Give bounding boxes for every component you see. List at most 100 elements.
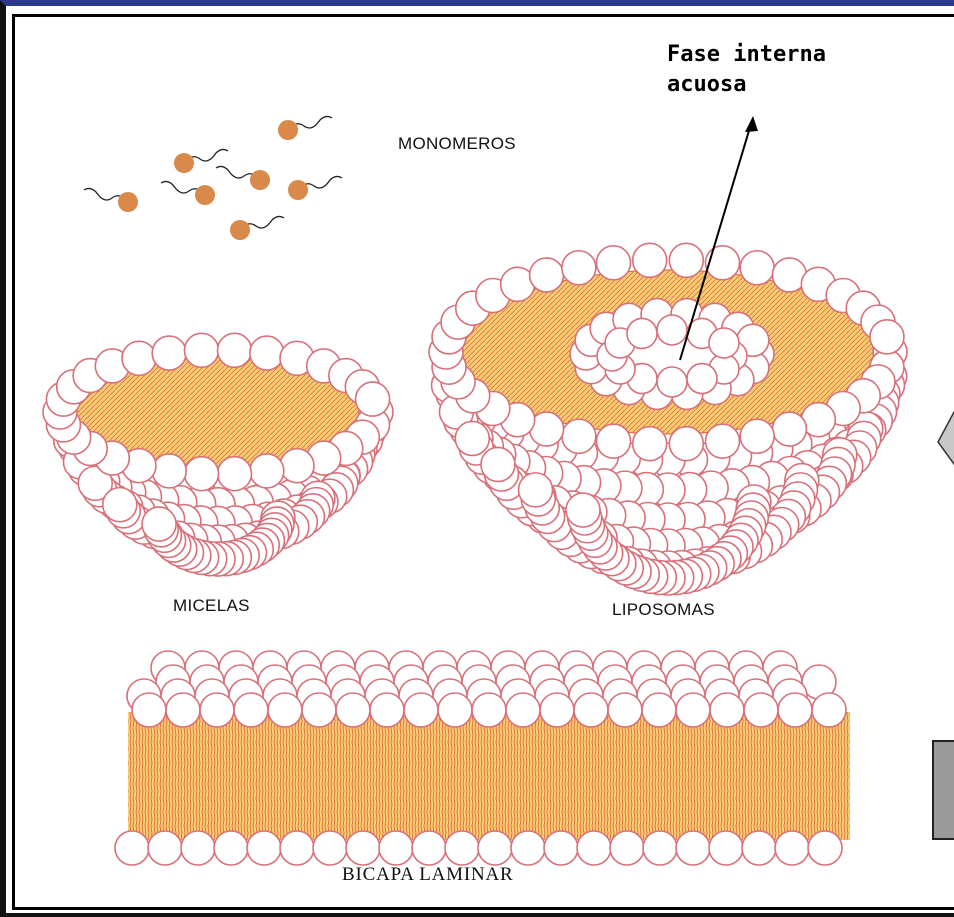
micelle-head bbox=[152, 336, 186, 370]
bilayer-bottom-head bbox=[742, 831, 776, 865]
bilayer-bottom-head bbox=[379, 831, 413, 865]
liposome-head bbox=[597, 424, 631, 458]
bilayer-bottom-head bbox=[313, 831, 347, 865]
liposome-head bbox=[740, 419, 774, 453]
monomer-head bbox=[230, 220, 250, 240]
monomer-head bbox=[288, 180, 308, 200]
liposome-head bbox=[740, 251, 774, 285]
micelle-head bbox=[250, 336, 284, 370]
liposome-head bbox=[519, 473, 553, 507]
liposome-inner-head bbox=[627, 318, 657, 348]
bilayer-bottom-head bbox=[214, 831, 248, 865]
liposome-head bbox=[669, 427, 703, 461]
bilayer-top-head bbox=[506, 693, 540, 727]
monomers-group bbox=[84, 116, 342, 240]
bilayer-bottom-head bbox=[115, 831, 149, 865]
bilayer-bottom-head bbox=[445, 831, 479, 865]
bilayer-bottom-head bbox=[478, 831, 512, 865]
liposome-structure bbox=[429, 243, 907, 595]
micelles-label: MICELAS bbox=[173, 596, 250, 616]
bilayer-bottom-head bbox=[346, 831, 380, 865]
liposome-head bbox=[633, 427, 667, 461]
liposome-head bbox=[566, 493, 600, 527]
liposomes-label: LIPOSOMAS bbox=[612, 600, 715, 620]
micelle-head bbox=[250, 454, 284, 488]
bilayer-top-head bbox=[574, 693, 608, 727]
liposome-inner-head bbox=[687, 364, 717, 394]
bilayer-top-head bbox=[166, 693, 200, 727]
monomer-head bbox=[250, 170, 270, 190]
bilayer-tails bbox=[128, 712, 850, 840]
side-hexagon-shape bbox=[930, 392, 954, 492]
micelle-head bbox=[122, 341, 156, 375]
bilayer-bottom-head bbox=[676, 831, 710, 865]
bilayer-top-head bbox=[744, 693, 778, 727]
micelle-head bbox=[184, 333, 218, 367]
bilayer-top-head bbox=[710, 693, 744, 727]
bilayer-top-head bbox=[472, 693, 506, 727]
micelle-structure bbox=[43, 333, 393, 576]
liposome-inner-head bbox=[709, 328, 739, 358]
monomer-head bbox=[174, 153, 194, 173]
bilayer-bottom-head bbox=[610, 831, 644, 865]
bilayer-bottom-head bbox=[643, 831, 677, 865]
bilayer-bottom-head bbox=[808, 831, 842, 865]
liposome-head bbox=[481, 447, 515, 481]
bilayer-top-head bbox=[540, 693, 574, 727]
bilayer-top-head bbox=[676, 693, 710, 727]
liposome-head bbox=[705, 424, 739, 458]
micelle-head bbox=[142, 507, 176, 541]
liposome-head bbox=[669, 243, 703, 277]
bilayer-top-head bbox=[370, 693, 404, 727]
callout-line-1: Fase interna bbox=[667, 40, 826, 70]
micelle-head bbox=[218, 457, 252, 491]
bilayer-top-head bbox=[608, 693, 642, 727]
bilayer-top-head bbox=[642, 693, 676, 727]
micelle-head bbox=[184, 457, 218, 491]
liposome-head bbox=[870, 320, 904, 354]
liposome-head bbox=[633, 243, 667, 277]
callout-line-2: acuosa bbox=[667, 70, 826, 100]
bilayer-bottom-head bbox=[577, 831, 611, 865]
bilayer-top-head bbox=[778, 693, 812, 727]
liposome-inner-head bbox=[657, 367, 687, 397]
bilayer-top-head bbox=[812, 693, 846, 727]
bilayer-bottom-head bbox=[544, 831, 578, 865]
liposome-head bbox=[562, 419, 596, 453]
bilayer-structure bbox=[115, 651, 850, 865]
bilayer-top-head bbox=[336, 693, 370, 727]
bilayer-bottom-head bbox=[775, 831, 809, 865]
micelle-head bbox=[103, 488, 137, 522]
bilayer-bottom-head bbox=[280, 831, 314, 865]
bilayer-bottom-head bbox=[412, 831, 446, 865]
bilayer-top-head bbox=[404, 693, 438, 727]
liposome-head bbox=[705, 246, 739, 280]
monomer-head bbox=[195, 185, 215, 205]
liposome-inner-head bbox=[657, 315, 687, 345]
liposome-head bbox=[597, 246, 631, 280]
bilayer-top-head bbox=[438, 693, 472, 727]
aqueous-phase-callout: Fase interna acuosa bbox=[667, 40, 826, 100]
monomer-head bbox=[118, 192, 138, 212]
micelle-head bbox=[218, 333, 252, 367]
micelle-head bbox=[356, 382, 390, 416]
bilayer-top-head bbox=[268, 693, 302, 727]
liposome-head bbox=[530, 258, 564, 292]
bilayer-bottom-head bbox=[148, 831, 182, 865]
bilayer-label: BICAPA LAMINAR bbox=[342, 864, 514, 886]
bilayer-top-head bbox=[132, 693, 166, 727]
side-rectangle-shape bbox=[932, 740, 954, 840]
liposome-head bbox=[772, 412, 806, 446]
monomer-head bbox=[278, 120, 298, 140]
liposome-head bbox=[455, 421, 489, 455]
bilayer-bottom-head bbox=[709, 831, 743, 865]
bilayer-top-head bbox=[234, 693, 268, 727]
bilayer-top-head bbox=[302, 693, 336, 727]
bilayer-bottom-head bbox=[511, 831, 545, 865]
liposome-head bbox=[562, 251, 596, 285]
bilayer-bottom-head bbox=[247, 831, 281, 865]
bilayer-top-head bbox=[200, 693, 234, 727]
monomers-label: MONOMEROS bbox=[398, 134, 516, 154]
micelle-head bbox=[280, 449, 314, 483]
